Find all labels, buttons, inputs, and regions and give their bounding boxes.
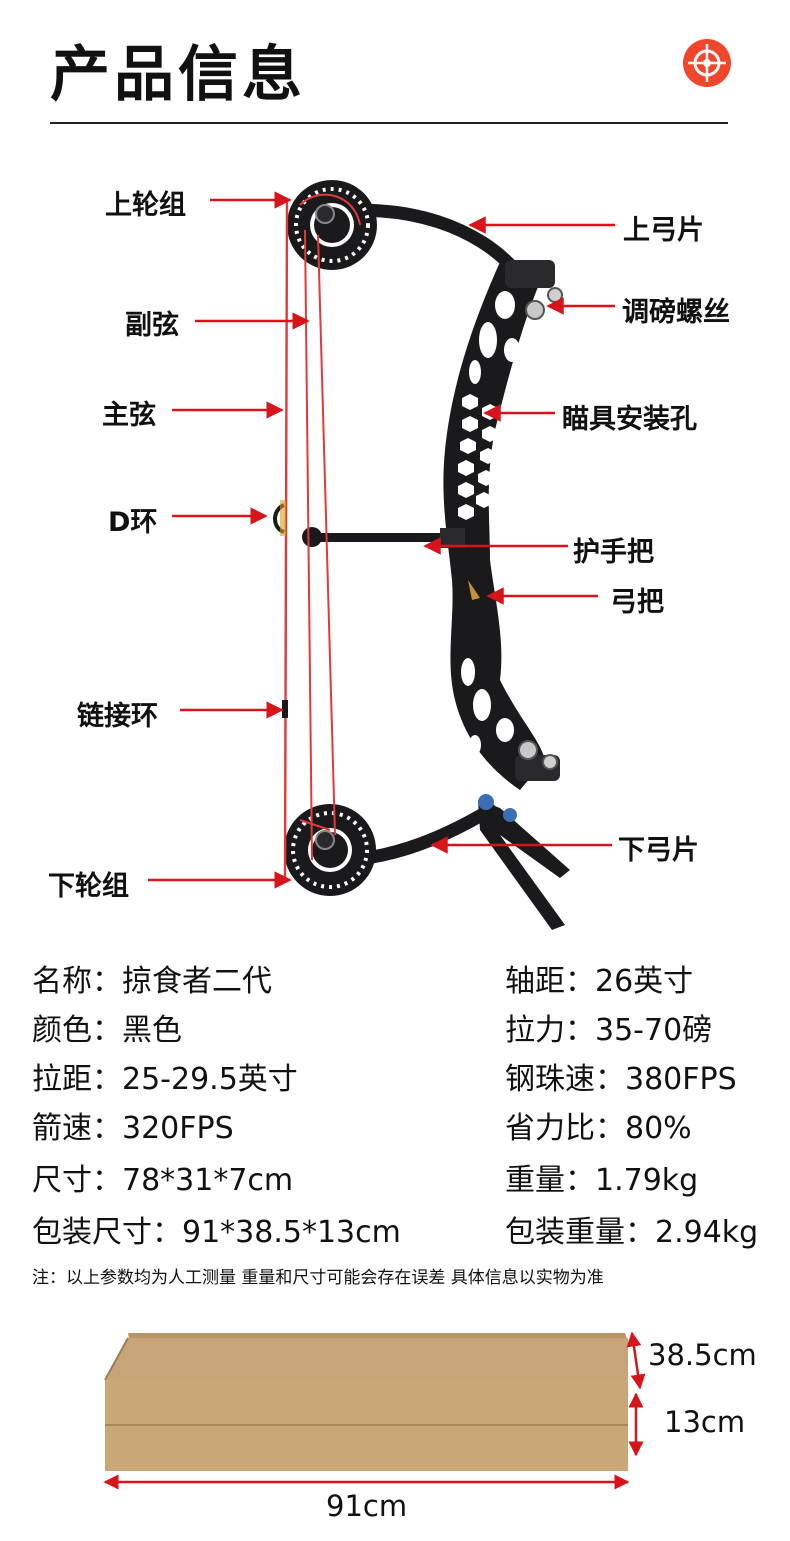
spec-color: 颜色：黑色 xyxy=(32,1013,182,1048)
callout-main-string: 主弦 xyxy=(102,400,156,431)
main-string xyxy=(283,199,289,881)
spec-arrow-speed: 箭速：320FPS xyxy=(32,1111,234,1146)
callout-grip: 弓把 xyxy=(610,587,664,618)
upper-cam xyxy=(287,180,377,270)
callout-sight-holes: 瞄具安装孔 xyxy=(562,404,697,435)
spec-draw-length: 拉距：25-29.5英寸 xyxy=(32,1062,298,1097)
callout-lower-cam: 下轮组 xyxy=(48,871,129,902)
callout-d-loop: D环 xyxy=(108,507,158,538)
spec-axle: 轴距：26英寸 xyxy=(505,964,694,999)
title-divider xyxy=(50,122,728,124)
callout-guard: 护手把 xyxy=(573,537,654,568)
callout-link-ring: 链接环 xyxy=(77,701,158,732)
spec-package-weight: 包装重量：2.94kg xyxy=(505,1215,759,1250)
spec-name: 名称：掠食者二代 xyxy=(32,964,272,999)
riser xyxy=(443,262,545,790)
package-width-label: 38.5cm xyxy=(648,1338,757,1372)
package-length-label: 91cm xyxy=(326,1489,408,1523)
spec-package-size: 包装尺寸：91*38.5*13cm xyxy=(32,1215,401,1250)
measurement-note: 注：以上参数均为人工测量 重量和尺寸可能会存在误差 具体信息以实物为准 xyxy=(32,1268,604,1288)
lower-cam xyxy=(284,804,376,896)
package-height-label: 13cm xyxy=(664,1405,746,1439)
spec-weight: 重量：1.79kg xyxy=(505,1163,699,1198)
spec-let-off: 省力比：80% xyxy=(505,1111,692,1146)
callout-buss-cable: 副弦 xyxy=(125,310,179,341)
callout-tuning-screw: 调磅螺丝 xyxy=(622,297,730,328)
spec-steel-ball-speed: 钢珠速：380FPS xyxy=(505,1062,737,1097)
link-ring xyxy=(282,700,288,718)
spec-draw-weight: 拉力：35-70磅 xyxy=(505,1013,713,1048)
callout-lower-limb: 下弓片 xyxy=(618,835,699,866)
buss-cable xyxy=(304,229,313,861)
target-icon xyxy=(683,39,731,87)
callout-upper-cam: 上轮组 xyxy=(105,190,186,221)
package-box xyxy=(104,1333,628,1471)
spec-size: 尺寸：78*31*7cm xyxy=(32,1163,294,1198)
callout-upper-limb: 上弓片 xyxy=(623,215,704,246)
page-title: 产品信息 xyxy=(50,40,306,110)
